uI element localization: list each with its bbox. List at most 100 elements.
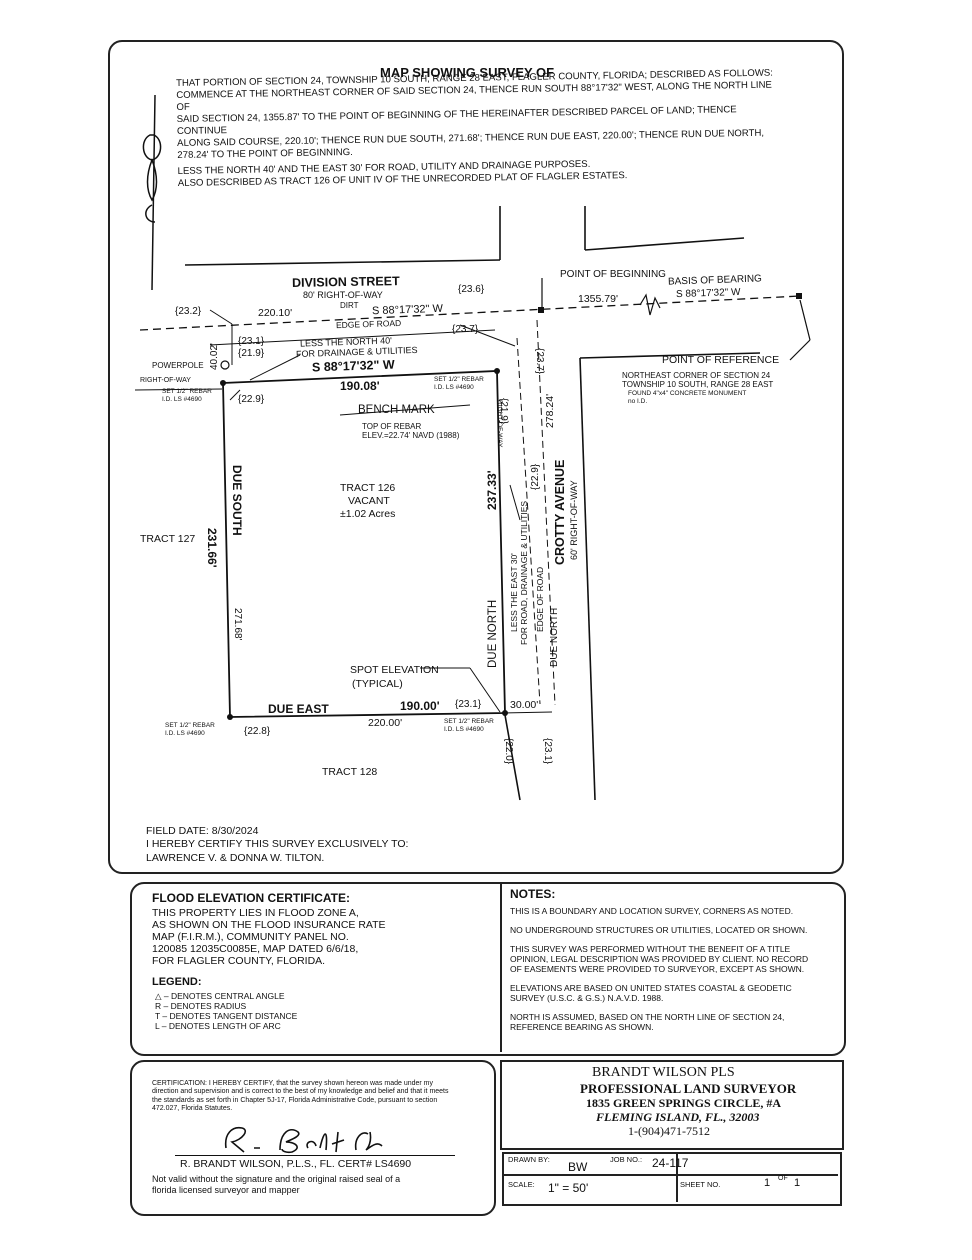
note-item: ELEVATIONS ARE BASED ON UNITED STATES CO…	[510, 983, 792, 1003]
rebar-sw-line1: SET 1/2" REBAR	[165, 722, 215, 729]
company-address-2: FLEMING ISLAND, FL., 32003	[596, 1110, 760, 1124]
scale-label: SCALE:	[508, 1180, 535, 1189]
bench-mark-line1: TOP OF REBAR	[362, 422, 422, 431]
due-east-label: DUE EAST	[268, 702, 329, 716]
rebar-ne-line1: SET 1/2" REBAR	[434, 376, 484, 383]
scale-value: 1" = 50'	[548, 1181, 589, 1195]
spot-elevation-label: SPOT ELEVATION	[350, 664, 439, 676]
sheet-label: SHEET NO.	[680, 1180, 721, 1189]
elev-23-2: {23.2}	[175, 306, 202, 317]
right-of-way-label: RIGHT-OF-WAY	[140, 377, 191, 384]
less-east-30-label: LESS THE EAST 30'	[509, 553, 519, 632]
edge-of-road-label: EDGE OF ROAD	[335, 317, 402, 331]
division-dirt-label: DIRT	[340, 301, 359, 310]
sheet-total: 1	[794, 1177, 801, 1189]
signature-line	[175, 1155, 455, 1156]
certification-text: CERTIFICATION: I HEREBY CERTIFY, that th…	[152, 1080, 449, 1113]
dist-220-10-label: 220.10'	[258, 307, 293, 319]
dist-1355-79-label: 1355.79'	[578, 293, 618, 305]
right-of-way-vertical: RIGHT-OF-WAY	[496, 400, 503, 448]
legend-list: △ – DENOTES CENTRAL ANGLE R – DENOTES RA…	[155, 991, 297, 1031]
drawn-by-value: BW	[568, 1160, 588, 1174]
elev-22-0: {22.0}	[503, 738, 514, 765]
company-box	[500, 1060, 844, 1150]
surveyor-name: R. BRANDT WILSON, P.L.S., FL. CERT# LS46…	[180, 1158, 412, 1170]
elev-22-9-nw: {22.9}	[238, 394, 265, 405]
rebar-nw-line1: SET 1/2" REBAR	[162, 388, 212, 395]
crotty-row-label: 60' RIGHT-OF-WAY	[569, 480, 579, 560]
note-item: THIS IS A BOUNDARY AND LOCATION SURVEY, …	[510, 906, 794, 916]
vacant-label: VACANT	[348, 495, 390, 507]
dist-220-00-label: 220.00'	[368, 717, 403, 729]
signature-frame	[130, 1060, 496, 1216]
flood-line: FOR FLAGLER COUNTY, FLORIDA.	[152, 955, 326, 967]
typical-label: (TYPICAL)	[352, 678, 403, 690]
north-arrow-icon	[142, 94, 162, 291]
reference-line-4: no I.D.	[628, 398, 648, 405]
map-title: MAP SHOWING SURVEY OF	[380, 65, 555, 80]
title-block	[502, 1152, 842, 1206]
tract-126-label: TRACT 126	[340, 482, 396, 494]
dist-40-02-label: 40.02'	[209, 343, 220, 370]
title-block-divider-h	[504, 1174, 838, 1176]
legend-item: T – DENOTES TANGENT DISTANCE	[155, 1011, 298, 1021]
elev-22-9-east: {22.9}	[530, 463, 541, 490]
dist-231-66-label: 231.66'	[205, 528, 219, 568]
field-date: FIELD DATE: 8/30/2024	[146, 825, 259, 837]
flood-title: FLOOD ELEVATION CERTIFICATE:	[152, 891, 350, 905]
note-item: THIS SURVEY WAS PERFORMED WITHOUT THE BE…	[510, 944, 809, 974]
bench-mark-line2: ELEV.=22.74' NAVD (1988)	[362, 431, 460, 440]
south-distance-label: 190.00'	[400, 699, 440, 713]
dist-278-24-label: 278.24'	[544, 393, 556, 428]
client-names: LAWRENCE V. & DONNA W. TILTON.	[146, 852, 325, 864]
elev-23-7-east: {23.7}	[534, 348, 545, 375]
validity-statement: Not valid without the signature and the …	[152, 1174, 401, 1195]
elev-23-6: {23.6}	[458, 284, 485, 295]
company-phone: 1-(904)471-7512	[628, 1124, 710, 1138]
reference-line-3: FOUND 4"x4" CONCRETE MONUMENT	[628, 390, 747, 397]
company-address-1: 1835 GREEN SPRINGS CIRCLE, #A	[586, 1096, 782, 1110]
flood-line: MAP (F.I.R.M.), COMMUNITY PANEL NO.	[152, 931, 349, 943]
elev-23-7: {23.7}	[452, 324, 479, 335]
elev-23-1-north: {23.1}	[238, 336, 265, 347]
elev-23-1-road: {23.1}	[542, 738, 553, 765]
company-profession: PROFESSIONAL LAND SURVEYOR	[580, 1081, 797, 1096]
rebar-nw-line2: I.D. LS #4690	[162, 396, 202, 403]
tract-127-label: TRACT 127	[140, 533, 196, 545]
rebar-se-line1: SET 1/2" REBAR	[444, 718, 494, 725]
job-no-label: JOB NO.:	[610, 1155, 643, 1164]
flood-line: AS SHOWN ON THE FLOOD INSURANCE RATE	[152, 919, 386, 931]
signature-image	[224, 1126, 383, 1154]
legend-item: L – DENOTES LENGTH OF ARC	[155, 1021, 281, 1031]
flood-line: 120085 12035C0085E, MAP DATED 6/6/18,	[152, 943, 359, 955]
point-of-reference-label: POINT OF REFERENCE	[662, 354, 780, 366]
edge-of-road-vertical: EDGE OF ROAD	[535, 566, 545, 632]
bench-mark-label: BENCH MARK	[358, 404, 435, 416]
survey-frame	[108, 40, 844, 874]
flood-line: THIS PROPERTY LIES IN FLOOD ZONE A,	[152, 907, 359, 919]
company-name: BRANDT WILSON PLS	[592, 1065, 735, 1080]
notes-frame	[130, 882, 846, 1056]
sheet-of: OF	[778, 1175, 788, 1182]
title-block-divider-v	[676, 1154, 678, 1202]
elev-22-8: {22.8}	[244, 726, 271, 737]
notes-divider	[500, 884, 502, 1052]
rebar-se-line2: I.D. LS #4690	[444, 726, 484, 733]
legend-item: R – DENOTES RADIUS	[155, 1001, 247, 1011]
north-bearing-label: S 88°17'32" W	[311, 357, 395, 375]
due-north-road-label: DUE NORTH	[549, 607, 560, 667]
north-distance-label: 190.08'	[340, 379, 380, 393]
point-of-beginning-label: POINT OF BEGINNING	[560, 269, 666, 280]
dist-271-68-label: 271.68'	[232, 608, 243, 641]
sheet-number: 1	[764, 1177, 771, 1189]
note-item: NORTH IS ASSUMED, BASED ON THE NORTH LIN…	[510, 1012, 785, 1032]
crotty-avenue-label: CROTTY AVENUE	[553, 459, 567, 565]
elev-23-1-se: {23.1}	[455, 699, 482, 710]
reference-line-1: NORTHEAST CORNER OF SECTION 24	[622, 371, 771, 380]
reference-line-2: TOWNSHIP 10 SOUTH, RANGE 28 EAST	[622, 380, 774, 389]
tract-128-label: TRACT 128	[322, 766, 378, 778]
powerpole-label: POWERPOLE	[152, 361, 204, 370]
legend-title: LEGEND:	[152, 976, 202, 988]
dist-30-00-label: 30.00'	[510, 699, 539, 711]
dist-237-33-label: 237.33'	[485, 470, 499, 510]
